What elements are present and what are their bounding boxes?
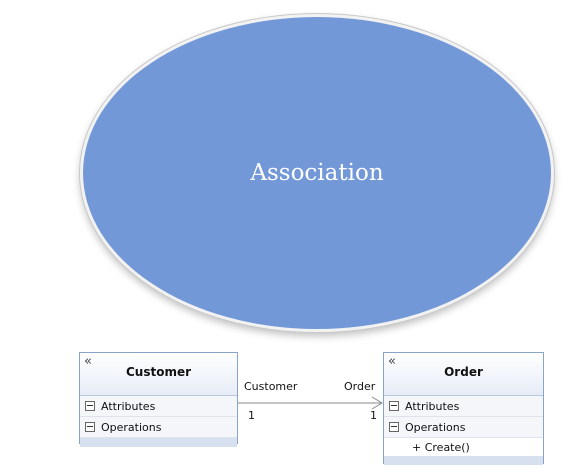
order-attributes-section[interactable]: Attributes xyxy=(384,396,543,417)
association-source-role: Customer xyxy=(244,380,298,393)
order-create-operation[interactable]: + Create() xyxy=(384,438,543,456)
association-target-role: Order xyxy=(344,380,376,393)
association-ellipse-label: Association xyxy=(250,160,384,186)
customer-class-header: « Customer xyxy=(80,353,237,396)
order-class-name: Order xyxy=(444,365,483,379)
customer-operations-label: Operations xyxy=(101,420,162,434)
customer-class-footer xyxy=(80,438,237,447)
order-class-header: « Order xyxy=(384,353,543,396)
order-operations-label: Operations xyxy=(405,420,466,434)
customer-class-name: Customer xyxy=(125,365,192,379)
collapse-minus-icon[interactable] xyxy=(389,422,399,432)
order-operations-section[interactable]: Operations xyxy=(384,417,543,438)
collapse-minus-icon[interactable] xyxy=(389,401,399,411)
double-chevron-up-icon[interactable]: « xyxy=(388,354,396,369)
customer-class-box[interactable]: « Customer Attributes Operations xyxy=(79,352,238,447)
association-ellipse xyxy=(80,14,554,332)
collapse-minus-icon[interactable] xyxy=(85,422,95,432)
double-chevron-up-icon[interactable]: « xyxy=(84,354,92,369)
customer-attributes-section[interactable]: Attributes xyxy=(80,396,237,417)
order-class-footer xyxy=(384,456,543,465)
order-attributes-label: Attributes xyxy=(405,399,460,413)
association-target-multiplicity: 1 xyxy=(370,409,377,422)
order-class-box[interactable]: « Order Attributes Operations + Create() xyxy=(383,352,544,465)
association-source-multiplicity: 1 xyxy=(248,409,255,422)
collapse-minus-icon[interactable] xyxy=(85,401,95,411)
association-arrowhead-icon xyxy=(371,396,383,410)
customer-attributes-label: Attributes xyxy=(101,399,156,413)
customer-operations-section[interactable]: Operations xyxy=(80,417,237,438)
